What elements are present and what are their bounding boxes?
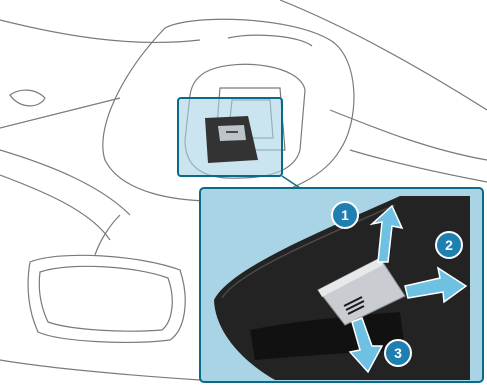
highlight-box (178, 98, 282, 176)
callout-1: 1 (332, 202, 358, 228)
roof-curve (280, 0, 487, 110)
callout-2-label: 2 (445, 237, 453, 253)
callout-2: 2 (436, 232, 462, 258)
lower-edge (0, 360, 200, 380)
right-roof-line (330, 110, 487, 160)
console-lens (228, 35, 312, 46)
headliner-outline (0, 20, 200, 42)
right-roof-line-2 (350, 150, 487, 182)
callout-3-label: 3 (394, 345, 402, 361)
headliner-fold-2 (0, 175, 110, 240)
windshield-line (10, 90, 45, 106)
callout-3: 3 (385, 340, 411, 366)
mirror-inner (39, 266, 172, 331)
detail-panel: 1 2 3 (200, 188, 483, 382)
callout-1-label: 1 (341, 207, 349, 223)
mirror-outline (28, 255, 185, 342)
mirror-stem (95, 215, 120, 255)
connector-line (282, 176, 300, 188)
